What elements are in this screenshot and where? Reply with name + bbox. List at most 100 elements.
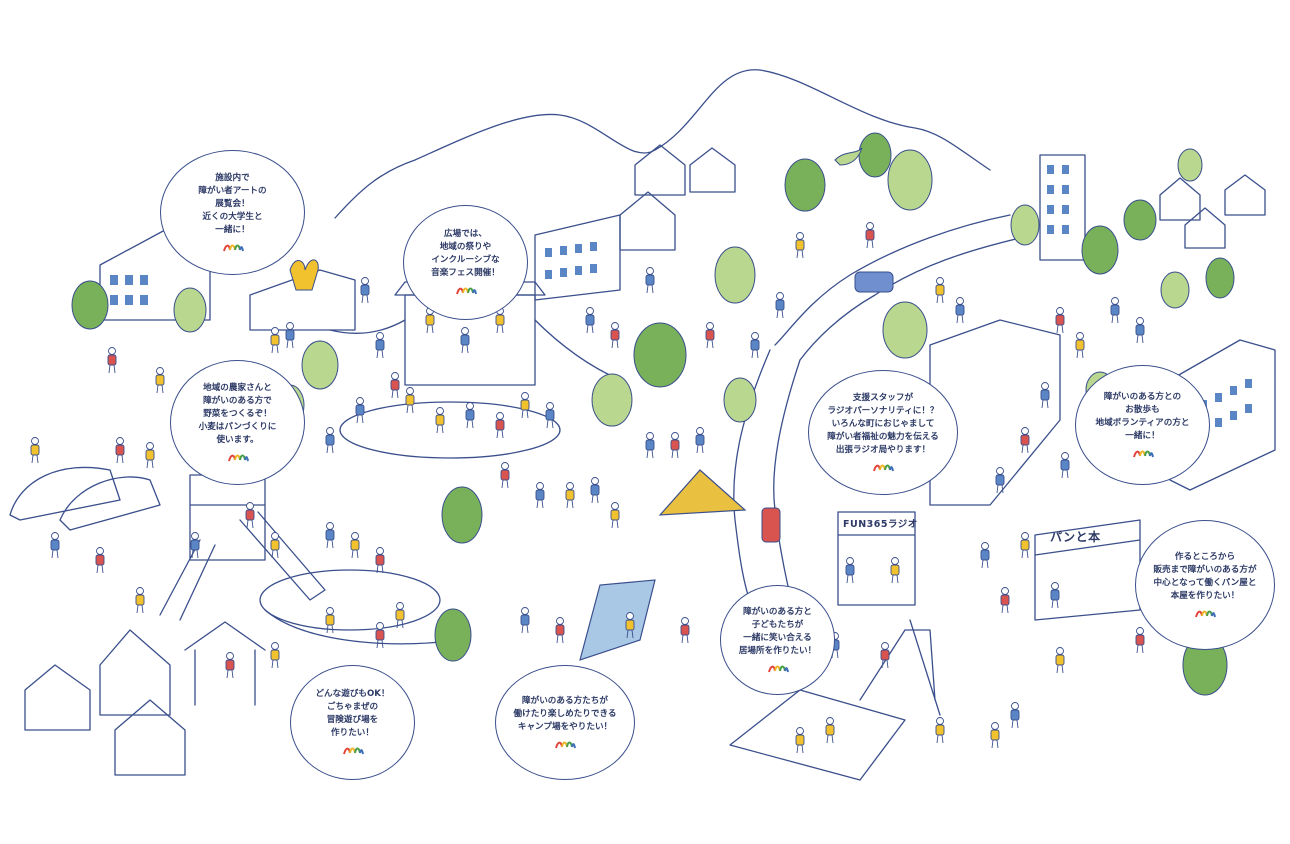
plaza-ground [339,401,561,459]
person-legs [361,294,369,304]
person-legs [351,549,359,559]
person-legs [271,549,279,559]
person-legs [271,659,279,669]
person-legs [1136,644,1144,654]
bakery-sign: パンと本 [1050,530,1101,544]
person-legs [776,309,784,319]
person-body [545,409,555,421]
person-legs [671,449,679,459]
bubble-text: 障がいのある方たちが 働けたり楽しめたりできる キャンプ場をやりたい！ [513,695,617,732]
person-head [326,427,334,435]
person-head [536,482,544,490]
person-body [95,554,105,566]
ribbon-logo-icon [222,244,244,251]
ribbon-logo-icon [1132,450,1154,457]
bubble-text: 支援スタッフが ラジオパーソナリティに！？ いろんな町におじゃまして 障がい者福… [827,392,939,455]
person-head [1051,582,1059,590]
person-head [566,482,574,490]
person-legs [496,429,504,439]
person-head [246,502,254,510]
person-body [375,629,385,641]
person-legs [1111,314,1119,324]
person-head [351,532,359,540]
person-legs [466,419,474,429]
bubble-kids: 障がいのある方と 子どもたちが 一緒に笑い合える 居場所を作りたい！ [720,585,835,695]
person-legs [881,659,889,669]
person-legs [1021,549,1029,559]
person-legs [326,444,334,454]
hut-open [184,621,266,706]
tree [1081,225,1119,275]
bubble-text: 地域の農家さんと 障がいのある方で 野菜をつくるぞ！ 小麦はパンづくりに 使いま… [198,382,277,445]
person-head [891,557,899,565]
bubble-text: 作るところから 販売まで障がいのある方が 中心となって働くパン屋と 本屋を作りた… [1153,551,1257,601]
person-legs [591,494,599,504]
person-legs [936,734,944,744]
person-body [865,229,875,241]
market-stalls [929,319,1061,506]
tree [858,132,892,178]
person-body [270,649,280,661]
person-body [565,489,575,501]
person-body [695,434,705,446]
person-head [586,307,594,315]
person-body [1055,654,1065,666]
person-body [825,724,835,736]
person-head [108,347,116,355]
person-body [1135,324,1145,336]
mountain-ridge [334,69,991,219]
person-head [156,367,164,375]
person-body [1135,634,1145,646]
person-head [646,267,654,275]
person-body [50,539,60,551]
house-top-1 [634,144,686,196]
person-body [645,274,655,286]
play-slide [239,511,326,601]
person-legs [326,624,334,634]
person-body [435,414,445,426]
person-body [395,609,405,621]
tree [882,301,928,359]
person-body [225,659,235,671]
person-body [625,619,635,631]
person-head [646,432,654,440]
person-body [325,529,335,541]
ribbon-logo-icon [873,464,894,471]
person-legs [626,629,634,639]
red-car [761,507,781,543]
person-legs [286,339,294,349]
person-body [680,624,690,636]
person-head [326,607,334,615]
person-legs [796,249,804,259]
person-body [115,444,125,456]
person-head [376,332,384,340]
greenhouse-1 [9,466,121,521]
person-head [826,717,834,725]
tree [723,377,757,423]
person-legs [136,604,144,614]
house-top-2 [689,147,736,193]
person-body [107,354,117,366]
road-right-edge [799,237,1021,361]
tree [887,149,933,211]
person-legs [681,634,689,644]
person-body [390,379,400,391]
person-legs [521,624,529,634]
person-head [326,522,334,530]
person-body [795,734,805,746]
path-curve [264,609,461,645]
person-head [866,222,874,230]
person-legs [426,324,434,334]
person-legs [246,519,254,529]
person-body [30,444,40,456]
person-head [611,322,619,330]
person-body [1055,314,1065,326]
person-body [535,489,545,501]
person-legs [1011,719,1019,729]
person-legs [981,559,989,569]
radio-sign: FUN365ラジオ [843,519,918,530]
person-body [890,564,900,576]
person-body [360,284,370,296]
tree [173,287,207,333]
